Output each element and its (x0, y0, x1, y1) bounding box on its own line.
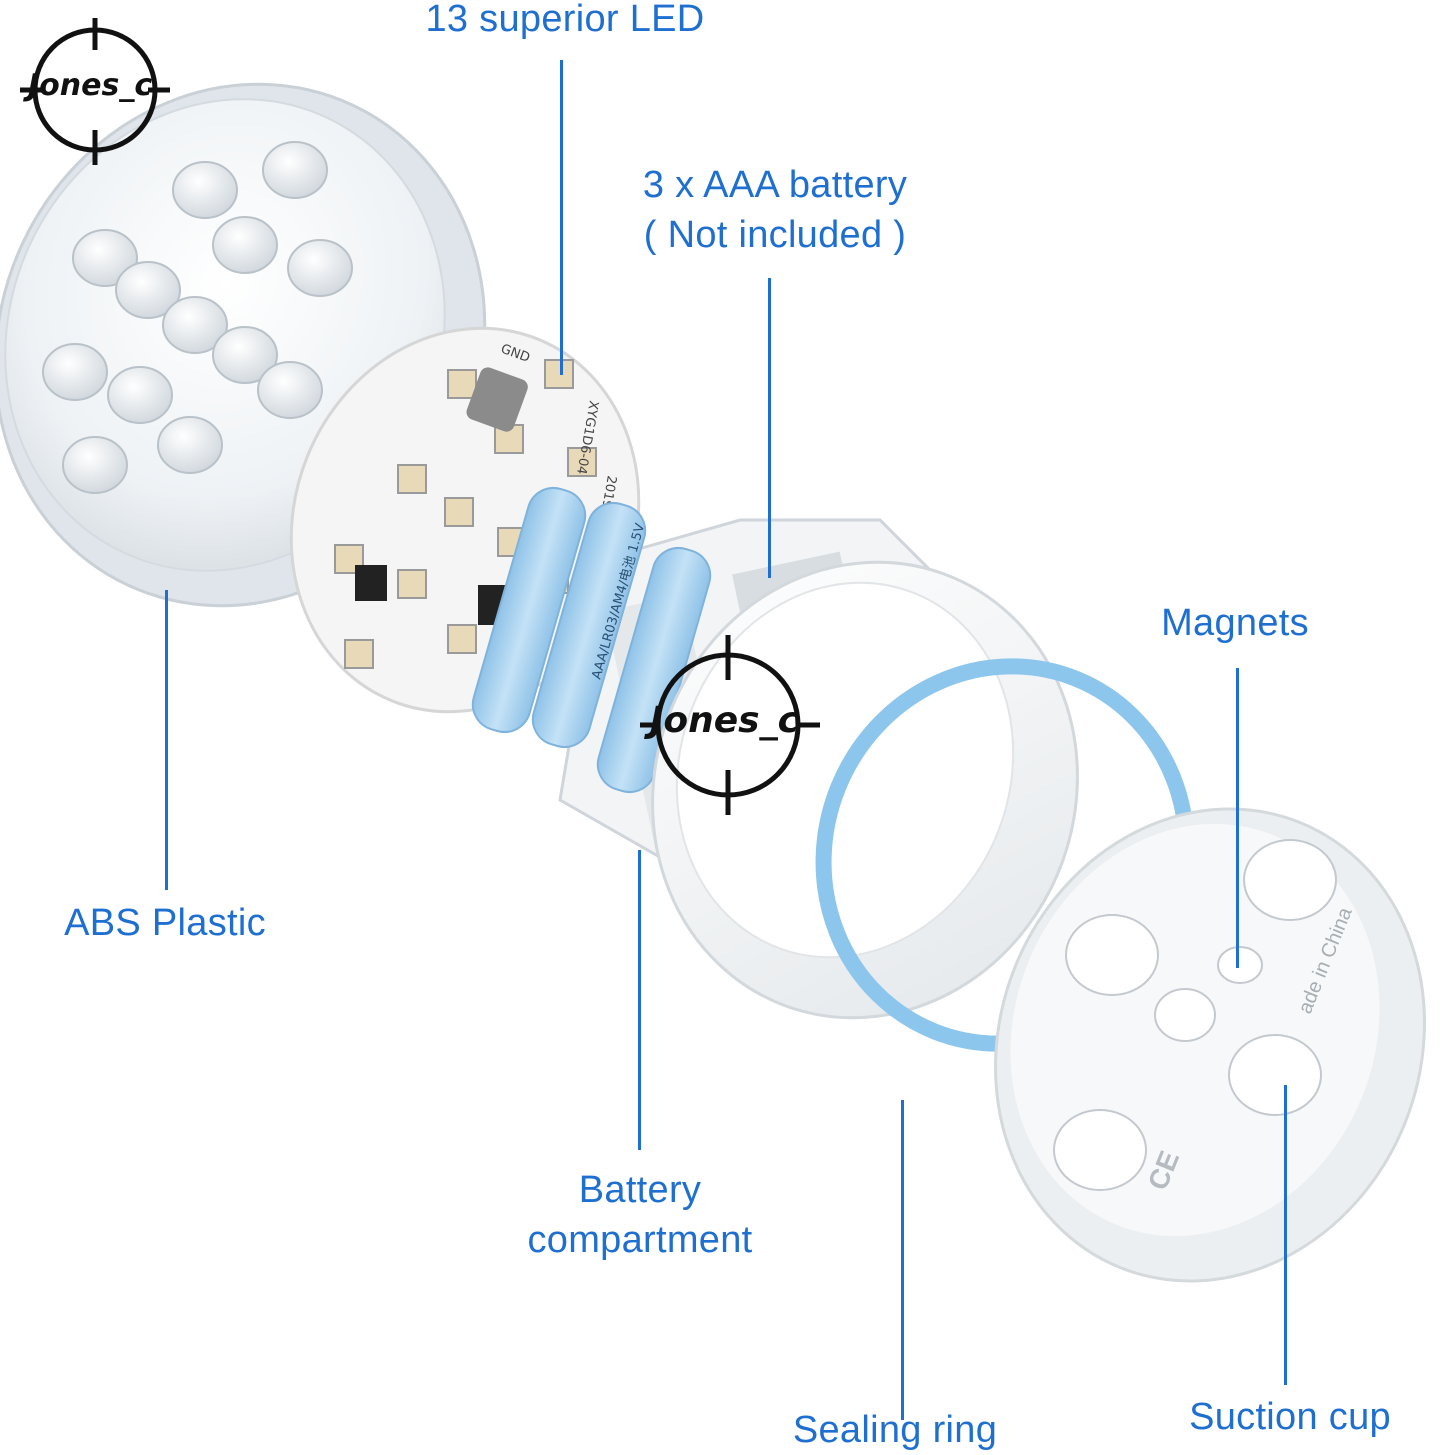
label-battery-line1: 3 x AAA battery (642, 164, 908, 206)
batteries: AAA/LR03/AM4/电池 1.5V (471, 487, 712, 793)
label-abs: ABS Plastic (64, 902, 266, 944)
label-led: 13 superior LED (425, 0, 705, 40)
suction-base: ade in China CE (994, 807, 1426, 1283)
watermark-seal-top (20, 18, 170, 165)
leader-battery (768, 278, 771, 578)
watermark-text-top: Jones_c (28, 68, 153, 103)
watermark-seal-center (640, 635, 820, 815)
leader-abs (165, 590, 168, 890)
leader-compartment (638, 850, 641, 1150)
leader-suction (1284, 1085, 1287, 1385)
leader-led (560, 60, 563, 375)
watermark-text-center: Jones_c (650, 700, 799, 741)
label-compartment-line2: compartment (527, 1219, 753, 1261)
label-compartment-line1: Battery (578, 1169, 702, 1211)
label-suction: Suction cup (1189, 1396, 1391, 1438)
leader-magnets (1236, 668, 1239, 968)
label-battery-line2: ( Not included ) (643, 214, 907, 256)
leader-sealing (901, 1100, 904, 1420)
label-sealing: Sealing ring (792, 1409, 998, 1451)
label-magnets: Magnets (1161, 602, 1309, 644)
